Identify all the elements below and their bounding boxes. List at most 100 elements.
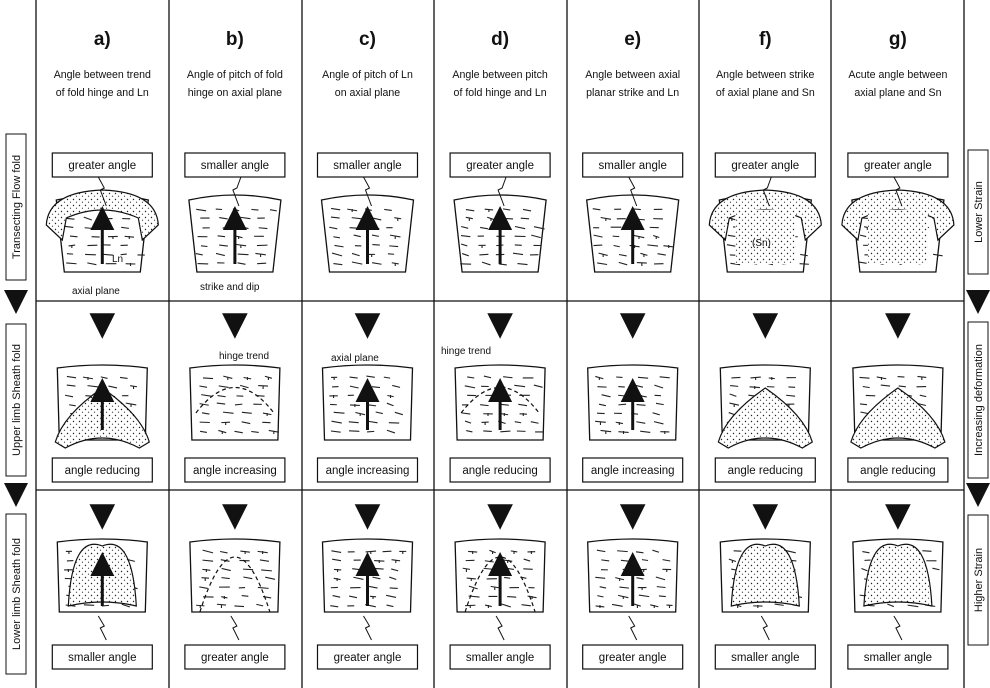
lower-limb-block	[720, 539, 810, 640]
top-angle-box-label: smaller angle	[598, 160, 666, 172]
column-description-line2: hinge on axial plane	[188, 87, 282, 99]
middle-angle-box-label: angle reducing	[65, 465, 140, 477]
column-letter: f)	[759, 29, 772, 50]
top-angle-box-label: greater angle	[68, 160, 136, 172]
flow-fold-block	[322, 177, 414, 272]
lower-limb-block	[190, 539, 280, 640]
bottom-angle-box-label: greater angle	[201, 652, 269, 664]
upper-limb-block	[588, 365, 678, 440]
hinge-trend-label-b: hinge trend	[219, 351, 269, 362]
leader-line	[496, 616, 504, 640]
strain-labels: Lower Strain Increasing deformation High…	[968, 150, 988, 645]
leader-line	[364, 616, 372, 640]
lower-limb-block	[455, 539, 545, 640]
bottom-angle-box-label: greater angle	[599, 652, 667, 664]
bottom-angle-box: smaller angle	[52, 645, 152, 669]
top-angle-box: greater angle	[52, 153, 152, 177]
upper-limb-block	[55, 365, 149, 448]
increasing-deformation-label: Increasing deformation	[973, 344, 985, 456]
columns: a)Angle between trendof fold hinge and L…	[46, 29, 954, 669]
top-angle-box: smaller angle	[583, 153, 683, 177]
top-angle-box: smaller angle	[318, 153, 418, 177]
axial-plane-label-c: axial plane	[331, 353, 379, 364]
top-angle-box-label: greater angle	[731, 160, 799, 172]
top-angle-box-label: smaller angle	[201, 160, 269, 172]
middle-angle-box: angle reducing	[450, 458, 550, 482]
column-letter: b)	[226, 29, 244, 50]
row-label-lower-text: Lower limb Sheath fold	[11, 538, 23, 650]
bottom-angle-box: greater angle	[185, 645, 285, 669]
column-letter: e)	[624, 29, 641, 50]
bottom-angle-box-label: smaller angle	[864, 652, 932, 664]
top-angle-box: smaller angle	[185, 153, 285, 177]
higher-strain-label: Higher Strain	[973, 548, 985, 612]
lower-limb-block	[323, 539, 413, 640]
column-letter: c)	[359, 29, 376, 50]
top-angle-box-label: greater angle	[864, 160, 932, 172]
row-labels: Transecting Flow fold Upper limb Sheath …	[6, 134, 26, 674]
column-description-line2: planar strike and Ln	[586, 87, 679, 99]
flow-fold-block	[189, 177, 281, 272]
leader-line	[894, 616, 902, 640]
column-description-line2: of axial plane and Sn	[716, 87, 815, 99]
upper-limb-block	[323, 365, 413, 440]
column-g: g) Acute angle between axial plane and Sn g…	[842, 29, 954, 669]
middle-angle-box: angle increasing	[318, 458, 418, 482]
bottom-angle-box: greater angle	[318, 645, 418, 669]
middle-angle-box: angle increasing	[185, 458, 285, 482]
row-label-flow: Transecting Flow fold	[6, 134, 26, 280]
column-description-line2: of fold hinge and Ln	[56, 87, 149, 99]
column-letter: d)	[491, 29, 509, 50]
middle-angle-box-label: angle reducing	[728, 465, 803, 477]
leader-line	[231, 616, 239, 640]
middle-angle-box-label: angle increasing	[193, 465, 277, 477]
leader-line	[629, 616, 637, 640]
upper-limb-block	[718, 365, 812, 448]
middle-angle-box-label: angle reducing	[860, 465, 935, 477]
bottom-angle-box: smaller angle	[848, 645, 948, 669]
flow-fold-block	[454, 177, 546, 272]
leader-line	[761, 616, 769, 640]
middle-angle-box-label: angle reducing	[462, 465, 537, 477]
column-description-line2: of fold hinge and Ln	[454, 87, 547, 99]
upper-limb-block	[455, 365, 545, 440]
column-description-line1: Angle between strike	[716, 69, 814, 81]
flow-fold-block	[842, 177, 954, 272]
bottom-angle-box-label: smaller angle	[466, 652, 534, 664]
row-label-flow-text: Transecting Flow fold	[11, 155, 23, 259]
column-letter: a)	[94, 29, 111, 50]
bottom-angle-box-label: smaller angle	[731, 652, 799, 664]
bottom-angle-box-label: greater angle	[334, 652, 402, 664]
flow-fold-block	[46, 177, 158, 272]
lower-limb-block	[853, 539, 943, 640]
strike-and-dip-label: strike and dip	[200, 282, 260, 293]
lower-strain-label: Lower Strain	[973, 181, 985, 243]
column-description-line1: Angle between pitch	[452, 69, 548, 81]
row-label-upper: Upper limb Sheath fold	[6, 324, 26, 476]
column-description-line2: on axial plane	[335, 87, 400, 99]
middle-angle-box-label: angle increasing	[591, 465, 675, 477]
top-angle-box: greater angle	[450, 153, 550, 177]
flow-fold-block	[587, 177, 679, 272]
bottom-angle-box: smaller angle	[450, 645, 550, 669]
upper-limb-block	[190, 365, 280, 440]
middle-angle-box: angle reducing	[52, 458, 152, 482]
sn-label: (Sn)	[752, 238, 771, 249]
lower-limb-block	[588, 539, 678, 640]
middle-angle-box: angle increasing	[583, 458, 683, 482]
axial-plane-label: axial plane	[72, 286, 120, 297]
top-angle-box-label: smaller angle	[333, 160, 401, 172]
hinge-trend-label-d: hinge trend	[441, 346, 491, 357]
column-f: f) Angle between strike of axial plane and…	[709, 29, 821, 669]
lower-limb-block	[57, 539, 147, 640]
column-description-line1: Acute angle between	[848, 69, 947, 81]
middle-angle-box: angle reducing	[715, 458, 815, 482]
bottom-angle-box: smaller angle	[715, 645, 815, 669]
column-description-line2: axial plane and Sn	[854, 87, 941, 99]
column-letter: g)	[889, 29, 907, 50]
middle-angle-box-label: angle increasing	[326, 465, 410, 477]
